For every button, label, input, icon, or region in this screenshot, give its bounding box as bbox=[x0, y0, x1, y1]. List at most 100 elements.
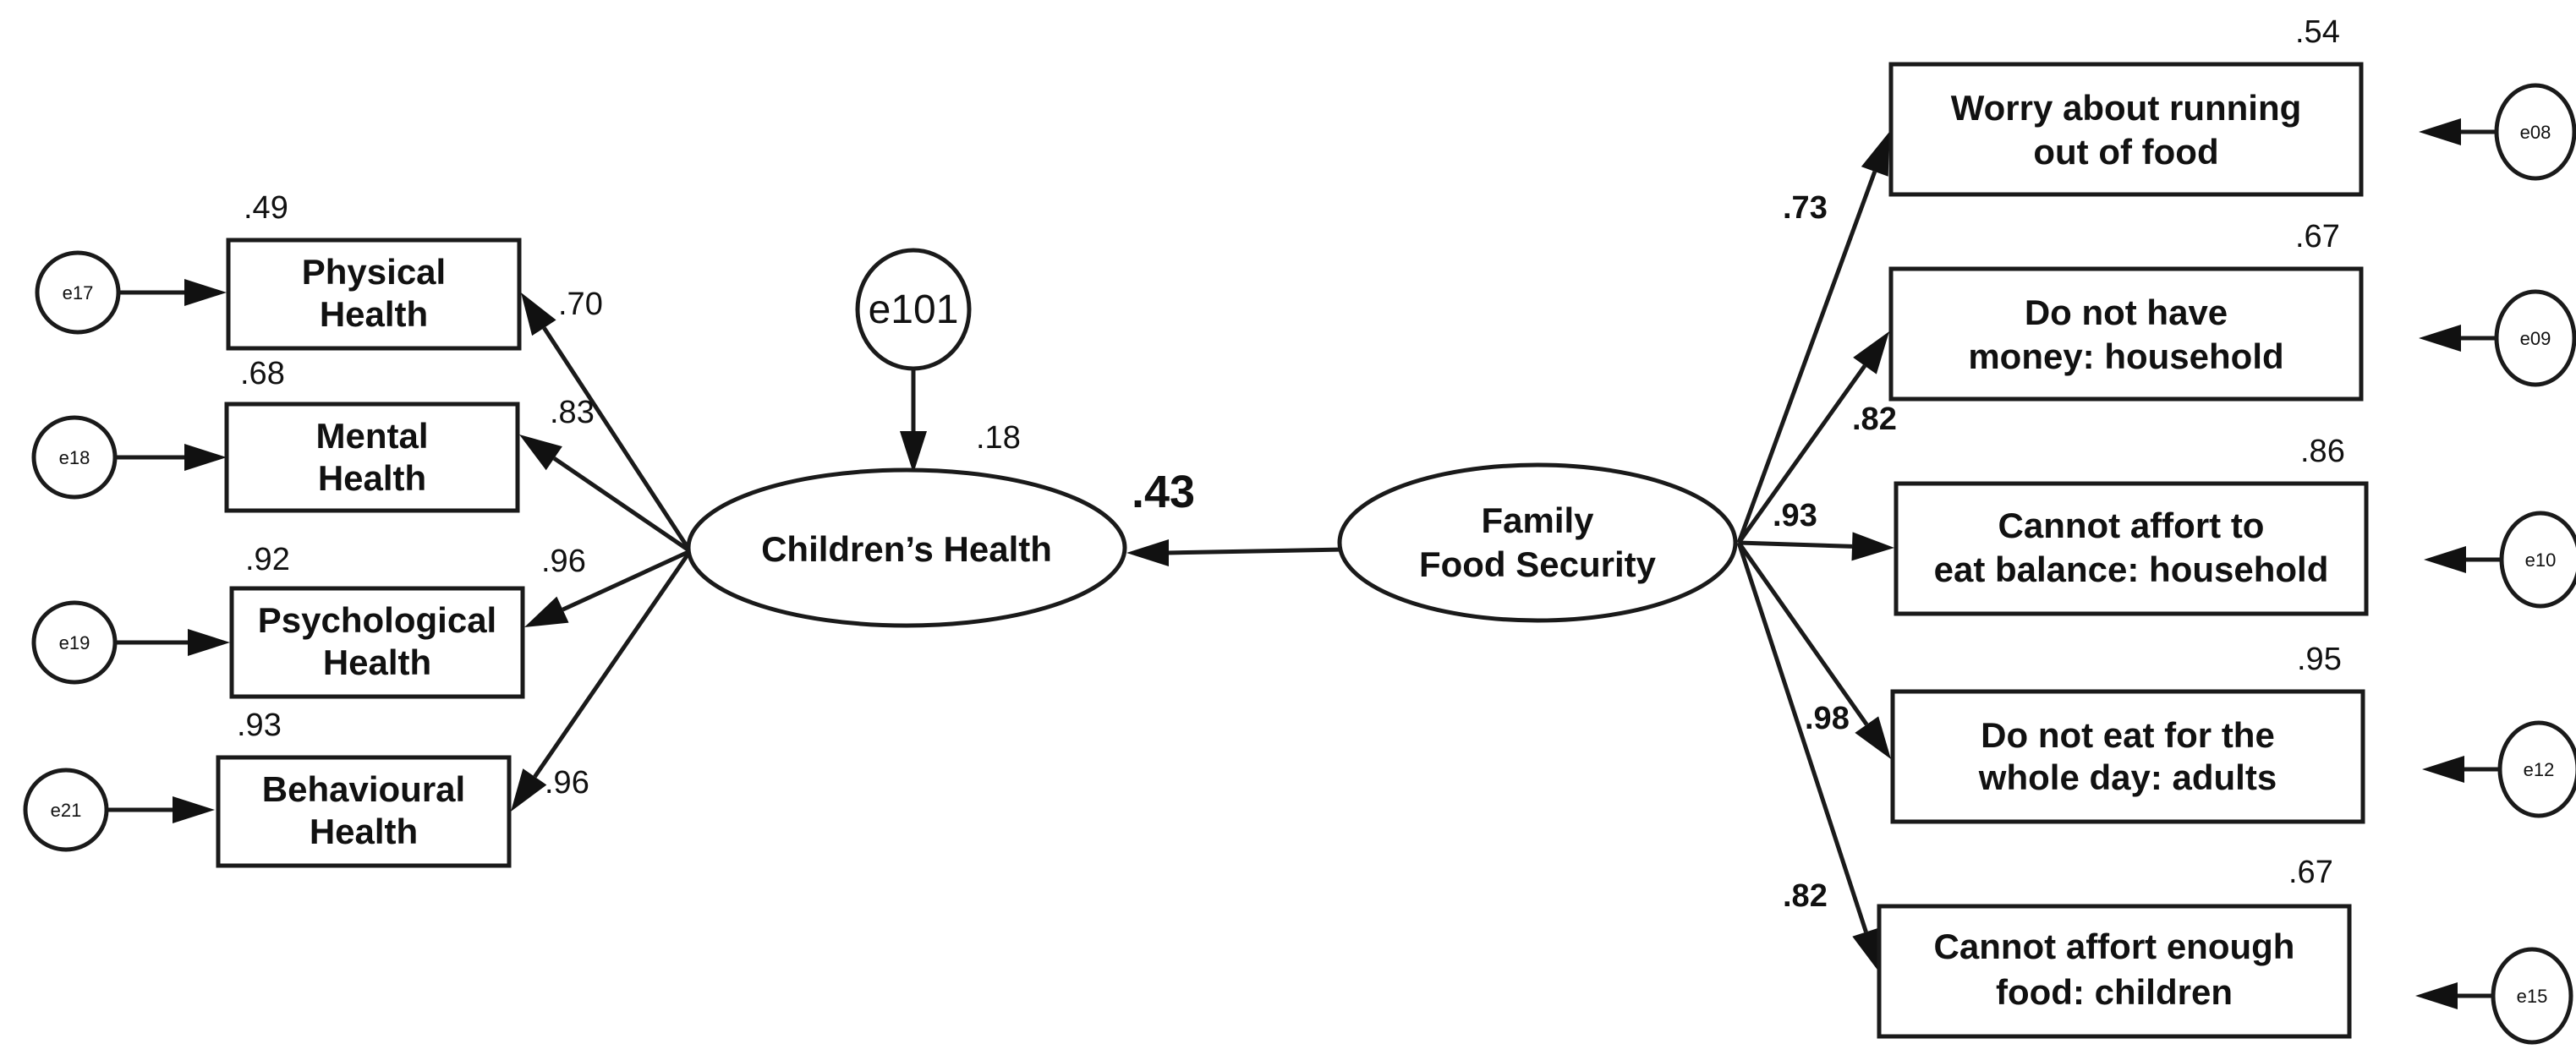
indicator-label: Mental bbox=[315, 416, 428, 456]
error-e12 bbox=[2497, 720, 2576, 818]
loading-arrow-right-4 bbox=[1736, 541, 1869, 726]
latent-label: Children’s Health bbox=[761, 529, 1052, 569]
indicator-label: money: household bbox=[1968, 336, 2283, 376]
loading-arrows-right bbox=[1736, 132, 1894, 972]
arrowhead-icon bbox=[2422, 756, 2464, 783]
loading-value: .98 bbox=[1805, 701, 1850, 736]
arrowhead-icon bbox=[2419, 325, 2461, 352]
right-r2-values: .54 .67 .86 .95 .67 bbox=[2288, 14, 2345, 890]
indicator-label: Behavioural bbox=[262, 769, 465, 809]
indicator-label: Physical bbox=[302, 252, 446, 292]
arrowhead-icon bbox=[1126, 539, 1169, 566]
indicator-label: Health bbox=[310, 812, 418, 851]
error-e15 bbox=[2491, 947, 2573, 1045]
r2-value: .93 bbox=[237, 708, 282, 743]
r2-value: .92 bbox=[245, 542, 290, 577]
latent-ellipse bbox=[686, 467, 1127, 628]
error-label-e101: e101 bbox=[869, 287, 959, 332]
indicator-label: Do not have bbox=[2025, 292, 2228, 332]
arrowhead-icon bbox=[519, 435, 562, 471]
indicator-label: Health bbox=[323, 642, 431, 682]
r2-value: .18 bbox=[976, 420, 1021, 456]
indicator-psychological-health bbox=[229, 586, 525, 699]
arrowhead-icon bbox=[1861, 132, 1889, 177]
r2-value: .68 bbox=[240, 356, 285, 391]
error-label-e09: e09 bbox=[2520, 328, 2551, 349]
error-label-e21: e21 bbox=[51, 800, 82, 821]
loading-value: .83 bbox=[550, 395, 595, 430]
left-r2-values: .49 .68 .92 .93 bbox=[237, 190, 290, 743]
indicator-label: Cannot affort to bbox=[1998, 506, 2265, 545]
edge-structural-path bbox=[1166, 547, 1346, 555]
loading-arrow-right-5 bbox=[1736, 542, 1868, 933]
right-loadings: .73 .82 .93 .98 .82 bbox=[1773, 190, 1897, 914]
loading-value: .96 bbox=[541, 544, 586, 579]
error-ellipse bbox=[855, 248, 972, 371]
indicator-behavioural-health bbox=[216, 755, 512, 868]
loading-arrow-left-1 bbox=[542, 326, 693, 553]
error-label-e18: e18 bbox=[59, 447, 90, 468]
indicator-label: Health bbox=[320, 294, 428, 334]
error-e19 bbox=[31, 600, 118, 685]
r2-value: .67 bbox=[2288, 855, 2333, 890]
indicator-balanced-meal-household bbox=[1894, 481, 2369, 616]
indicator-label: Health bbox=[318, 458, 426, 498]
loading-value: .93 bbox=[1773, 498, 1817, 533]
indicator-label: Do not eat for the bbox=[1981, 715, 2275, 755]
loading-value: .82 bbox=[1852, 402, 1897, 437]
loading-arrow-right-3 bbox=[1738, 540, 1853, 549]
error-label-e10: e10 bbox=[2525, 549, 2557, 571]
loading-value: .70 bbox=[558, 287, 603, 322]
arrowhead-icon bbox=[900, 431, 927, 473]
r2-value: .49 bbox=[244, 190, 288, 226]
indicator-whole-day-adults bbox=[1890, 689, 2365, 824]
arrowhead-icon bbox=[524, 596, 569, 627]
loading-arrow-left-3 bbox=[562, 549, 692, 612]
error-e09 bbox=[2494, 289, 2576, 387]
right-error-terms: e08 e09 e10 e12 e15 bbox=[2491, 83, 2576, 1045]
r2-value: .86 bbox=[2300, 434, 2345, 469]
r2-value: .54 bbox=[2295, 14, 2340, 50]
error-label-e12: e12 bbox=[2524, 759, 2555, 780]
indicator-label: out of food bbox=[2033, 132, 2218, 172]
indicator-label: eat balance: household bbox=[1934, 549, 2329, 589]
loading-value: .82 bbox=[1783, 878, 1828, 914]
indicator-label: Psychological bbox=[258, 600, 496, 640]
indicator-physical-health bbox=[226, 238, 522, 351]
error-e18 bbox=[31, 415, 118, 500]
arrowhead-icon bbox=[173, 796, 215, 823]
loading-arrow-right-2 bbox=[1736, 364, 1867, 544]
error-label-e19: e19 bbox=[59, 632, 90, 653]
indicator-label: Worry about running bbox=[1951, 88, 2302, 128]
indicator-mental-health bbox=[224, 402, 520, 513]
error-label-e15: e15 bbox=[2517, 986, 2548, 1007]
latent-label: Family bbox=[1481, 500, 1594, 540]
loading-arrows-left bbox=[511, 292, 693, 812]
right-indicators: Worry about running out of food Do not h… bbox=[1877, 62, 2369, 1039]
loading-arrow-left-4 bbox=[533, 549, 693, 779]
structural-path-coefficient: .43 bbox=[1132, 467, 1195, 517]
error-label-e17: e17 bbox=[63, 282, 94, 303]
latent-family-food-security: Family Food Security bbox=[1337, 462, 1738, 623]
arrowhead-icon bbox=[2415, 982, 2458, 1009]
indicator-worry-running-out bbox=[1888, 62, 2364, 197]
indicator-no-money-household bbox=[1888, 266, 2364, 402]
arrowhead-icon bbox=[184, 444, 227, 471]
indicator-label: whole day: adults bbox=[1978, 757, 2277, 797]
left-loadings: .70 .83 .96 .96 bbox=[541, 287, 603, 801]
arrowhead-icon bbox=[188, 629, 230, 656]
arrowhead-icon bbox=[521, 292, 556, 336]
error-e08 bbox=[2494, 83, 2576, 181]
left-error-terms: e17 e18 e19 e21 bbox=[23, 250, 121, 852]
loading-value: .96 bbox=[545, 765, 589, 801]
r2-value: .67 bbox=[2295, 219, 2340, 254]
indicator-label: food: children bbox=[1996, 972, 2233, 1012]
error-e21 bbox=[23, 768, 109, 852]
error-e17 bbox=[35, 250, 121, 335]
error-e10 bbox=[2499, 511, 2576, 609]
loading-arrow-left-2 bbox=[552, 456, 692, 554]
indicator-enough-food-children bbox=[1877, 904, 2352, 1039]
error-e101: e101 bbox=[855, 248, 972, 371]
arrowhead-icon bbox=[184, 279, 227, 306]
